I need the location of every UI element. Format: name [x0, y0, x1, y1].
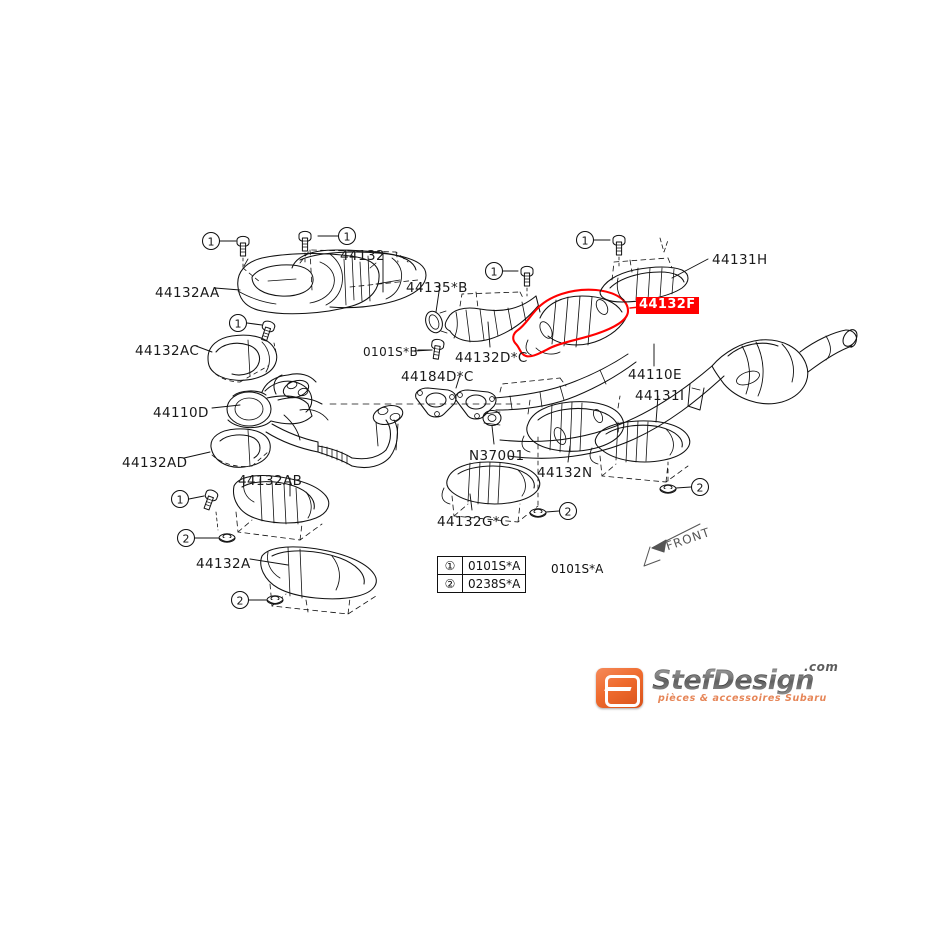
legend-num-2: ② — [437, 574, 463, 593]
svg-text:1: 1 — [208, 236, 215, 249]
label-44132ad: 44132AD — [122, 455, 188, 471]
stefdesign-logo-icon — [596, 668, 643, 708]
part-44132dc-shape — [444, 291, 541, 343]
label-44132gc: 44132G*C — [437, 514, 510, 530]
svg-text:1: 1 — [491, 266, 498, 279]
legend-side-note: 0101S*A — [551, 562, 604, 576]
label-44110d: 44110D — [153, 405, 209, 421]
part-44132ad-shape — [210, 428, 271, 468]
fastener-bolt-left-mid: 1 — [228, 313, 277, 353]
legend-code-2: 0238S*A — [461, 574, 527, 593]
label-44132aa: 44132AA — [155, 285, 220, 301]
part-44132a-shape — [260, 546, 377, 615]
watermark-stefdesign: StefDesign .com pièces & accessoires Sub… — [596, 660, 844, 718]
part-44132-shape — [291, 249, 427, 309]
label-44132: 44132 — [340, 248, 385, 264]
fastener-bolt-ab: 1 — [170, 488, 220, 531]
part-44132f-shape — [525, 295, 629, 357]
label-44184dc: 44184D*C — [401, 369, 474, 385]
fastener-bolt-dc: 1 — [484, 261, 534, 297]
label-n37001: N37001 — [469, 448, 525, 464]
part-44132gc-shape — [441, 461, 541, 523]
part-n37001 — [482, 409, 502, 427]
legend-code-1: 0101S*A — [461, 556, 527, 575]
legend-num-1: ① — [437, 556, 463, 575]
fastener-bolt-upper-mid: 1 — [298, 226, 357, 263]
legend-row: ① 0101S*A — [437, 556, 527, 575]
label-44110e: 44110E — [628, 367, 682, 383]
watermark-tagline: pièces & accessoires Subaru — [658, 693, 827, 704]
highlight-outline-44132f — [512, 288, 630, 358]
leader-lines — [183, 253, 709, 566]
fastener-nut-gc: 2 — [529, 433, 578, 521]
svg-text:1: 1 — [235, 318, 242, 331]
part-44131i-shape — [589, 420, 691, 483]
label-44132n: 44132N — [537, 465, 593, 481]
part-front-pipe — [493, 353, 637, 411]
part-44110d-turbo-manifold — [226, 373, 521, 469]
part-44184dc-gaskets — [415, 387, 497, 420]
fastener-bolt-0101sb — [417, 338, 445, 361]
part-44110e-exhaust — [499, 329, 858, 459]
label-44135b: 44135*B — [406, 280, 468, 296]
label-44131h: 44131H — [712, 252, 768, 268]
part-44131h-shape — [599, 237, 689, 303]
fastener-nut-a: 2 — [230, 590, 284, 610]
svg-text:2: 2 — [237, 595, 244, 608]
fastener-bolt-44131h: 1 — [575, 230, 626, 269]
front-direction-arrow — [643, 523, 701, 567]
part-44132n-shape — [521, 395, 625, 453]
label-44132dc: 44132D*C — [455, 350, 528, 366]
svg-text:1: 1 — [344, 231, 351, 244]
label-44132ac: 44132AC — [135, 343, 200, 359]
legend-row: ② 0238S*A — [437, 574, 527, 593]
fastener-legend-table: ① 0101S*A ② 0238S*A — [437, 556, 527, 593]
fastener-nut-44131i: 2 — [659, 461, 710, 497]
part-44135b-ring — [425, 310, 448, 334]
highlighted-part-label: 44132F — [636, 297, 699, 314]
watermark-brand: StefDesign — [652, 665, 815, 696]
part-44132ab-shape — [233, 475, 330, 541]
svg-text:2: 2 — [183, 533, 190, 546]
part-44132ac-shape — [207, 334, 278, 383]
svg-text:2: 2 — [565, 506, 572, 519]
label-44132a: 44132A — [196, 556, 251, 572]
svg-text:2: 2 — [697, 482, 704, 495]
label-44131i: 44131I — [635, 388, 685, 404]
fastener-nut-ab: 2 — [176, 528, 236, 548]
watermark-tld: .com — [804, 660, 839, 674]
svg-text:1: 1 — [582, 235, 589, 248]
label-44132ab: 44132AB — [238, 473, 303, 489]
label-0101sb: 0101S*B — [363, 345, 419, 359]
part-44132aa-shape — [237, 253, 380, 315]
fastener-bolt-upper-left: 1 — [201, 231, 261, 283]
svg-text:1: 1 — [177, 494, 184, 507]
